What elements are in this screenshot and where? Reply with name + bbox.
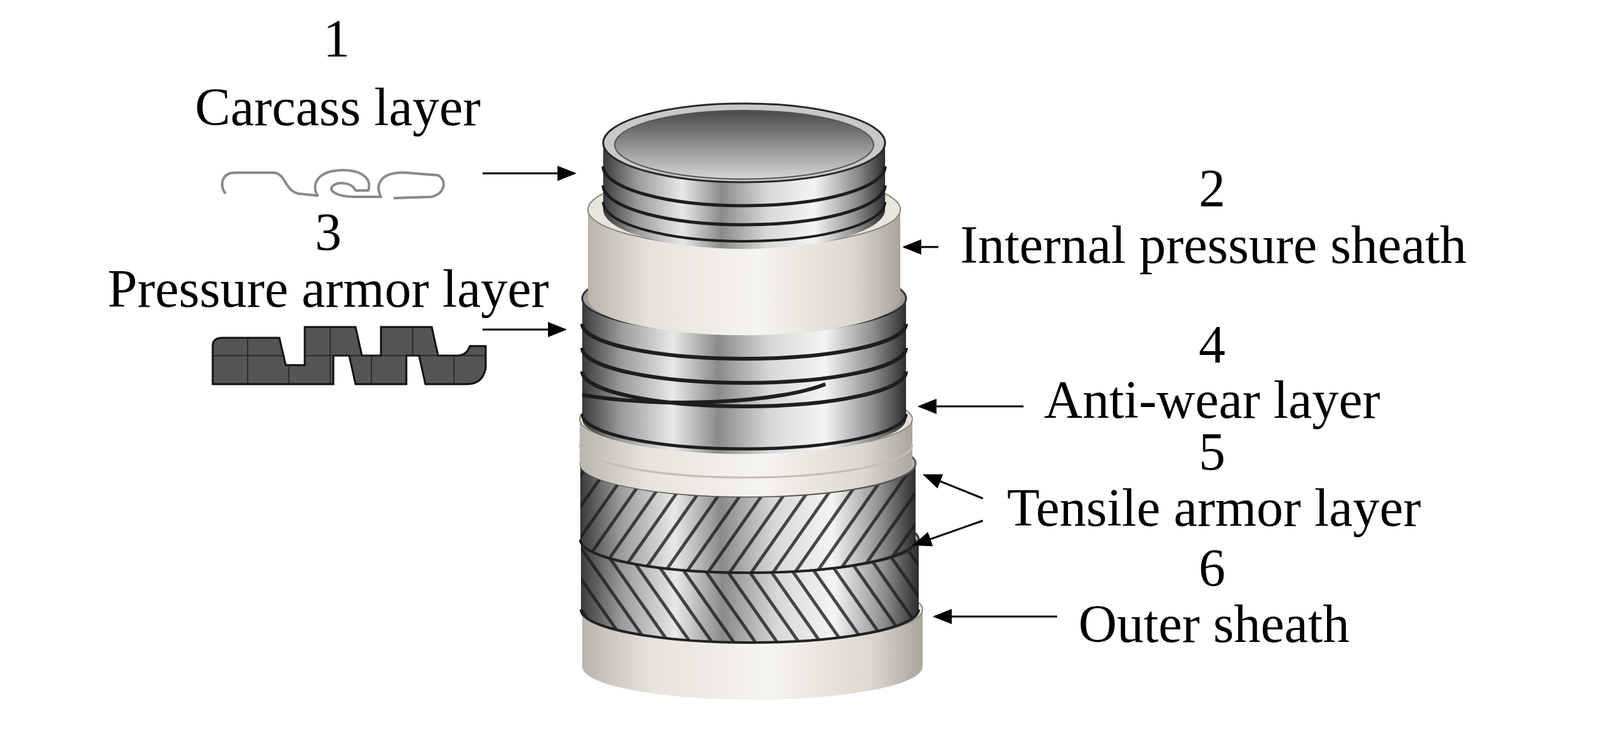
callout-number: 6	[1198, 541, 1226, 595]
part-name: Tensile armor layer	[1006, 481, 1421, 535]
leader-arrow	[482, 328, 566, 331]
carcass-profile-icon	[222, 170, 444, 199]
leader-arrow	[482, 172, 575, 175]
pressure-armor-profile-icon	[203, 317, 496, 394]
part-name: Pressure armor layer	[107, 262, 549, 316]
callout-number: 4	[1198, 318, 1226, 372]
part-name: Internal pressure sheath	[960, 218, 1467, 272]
part-name: Carcass layer	[194, 80, 481, 134]
leader-arrow	[914, 520, 983, 545]
callout-number: 2	[1198, 161, 1226, 216]
leader-arrow	[924, 474, 983, 499]
part-name: Outer sheath	[1078, 597, 1350, 651]
leader-arrow	[934, 615, 1058, 618]
callout-number: 1	[323, 12, 350, 66]
callout-number: 5	[1198, 425, 1226, 479]
callout-number: 3	[314, 205, 342, 260]
carcass-layer	[603, 103, 886, 249]
part-name: Anti-wear layer	[1043, 373, 1380, 427]
leader-arrow	[904, 246, 939, 249]
leader-arrow	[919, 405, 1024, 408]
